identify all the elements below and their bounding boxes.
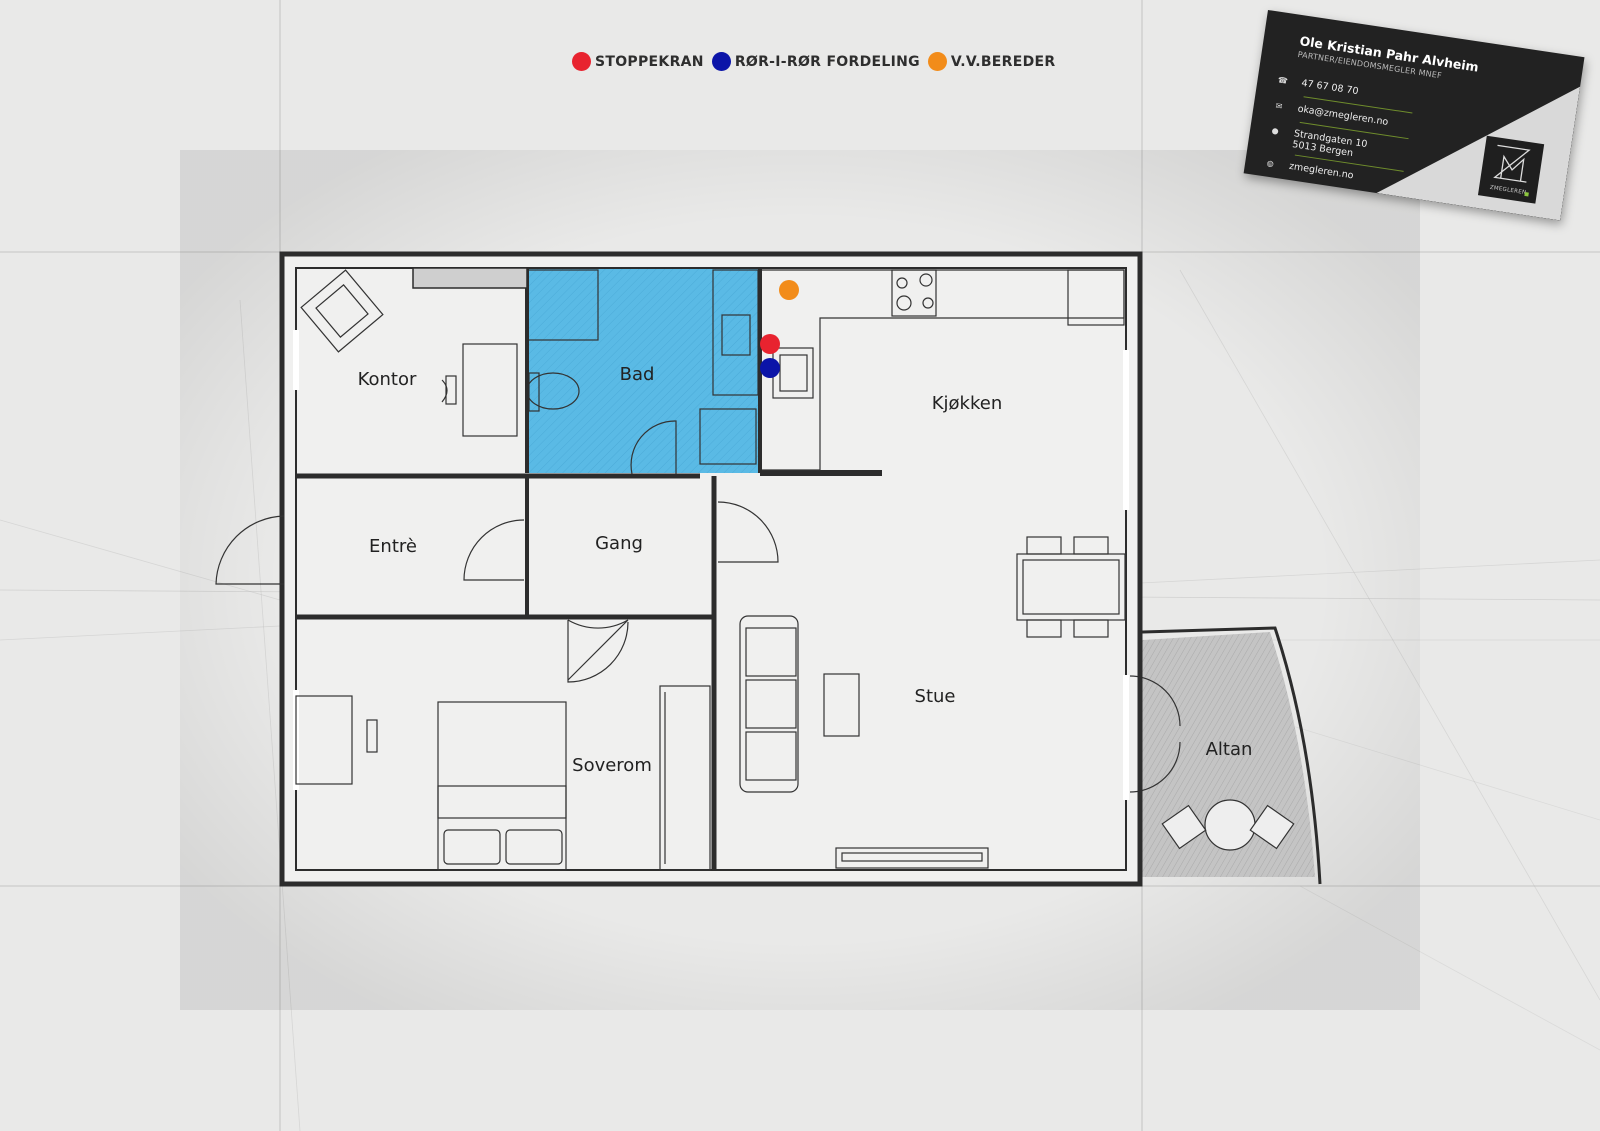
vv-bereder-marker	[779, 280, 799, 300]
legend-label: RØR-I-RØR FORDELING	[734, 53, 920, 70]
card-phone: 47 67 08 70	[1300, 77, 1360, 98]
kitchen-counter	[762, 269, 1125, 471]
card-phone-row: ☎ 47 67 08 70	[1277, 74, 1359, 97]
bedroom-furniture	[295, 685, 711, 871]
zm-logo-mark-icon	[1493, 144, 1531, 183]
location-pin-icon: ●	[1271, 125, 1280, 136]
room-label-bad: Bad	[620, 364, 655, 385]
legend: STOPPEKRAN RØR-I-RØR FORDELING V.V.BERED…	[572, 52, 1055, 71]
stoppekran-marker	[760, 334, 780, 354]
legend-label: V.V.BEREDER	[950, 53, 1056, 70]
dining-table	[1016, 536, 1126, 638]
zmegleren-logo: ZMEGLEREN	[1477, 135, 1545, 204]
ror-i-ror-marker	[760, 358, 780, 378]
room-label-stue: Stue	[915, 686, 956, 707]
legend-item-ror-i-ror: RØR-I-RØR FORDELING	[711, 52, 920, 71]
kontor-furniture	[300, 269, 518, 437]
living-furniture	[739, 615, 989, 869]
mail-icon: ✉	[1274, 101, 1283, 112]
room-label-gang: Gang	[595, 533, 643, 554]
business-card: Ole Kristian Pahr Alvheim PARTNER/EIENDO…	[1243, 10, 1585, 221]
card-website: zmegleren.no	[1288, 160, 1355, 182]
blue-dot-icon	[711, 52, 731, 71]
balcony	[1129, 626, 1322, 885]
orange-dot-icon	[927, 52, 947, 71]
globe-icon: ◍	[1266, 158, 1275, 169]
room-label-entre: Entrè	[369, 536, 417, 557]
red-dot-icon	[572, 52, 591, 71]
room-label-altan: Altan	[1206, 739, 1253, 760]
room-label-kjokken: Kjøkken	[932, 393, 1003, 414]
legend-item-stoppekran: STOPPEKRAN	[572, 52, 704, 71]
room-label-soverom: Soverom	[572, 755, 652, 776]
walls	[279, 251, 1143, 887]
doors	[215, 501, 779, 683]
legend-label: STOPPEKRAN	[595, 53, 704, 70]
card-email-row: ✉ oka@zmegleren.no	[1273, 100, 1389, 128]
bathroom	[526, 268, 759, 475]
phone-icon: ☎	[1277, 75, 1289, 86]
legend-item-vv-bereder: V.V.BEREDER	[927, 52, 1056, 71]
room-label-kontor: Kontor	[358, 369, 417, 390]
